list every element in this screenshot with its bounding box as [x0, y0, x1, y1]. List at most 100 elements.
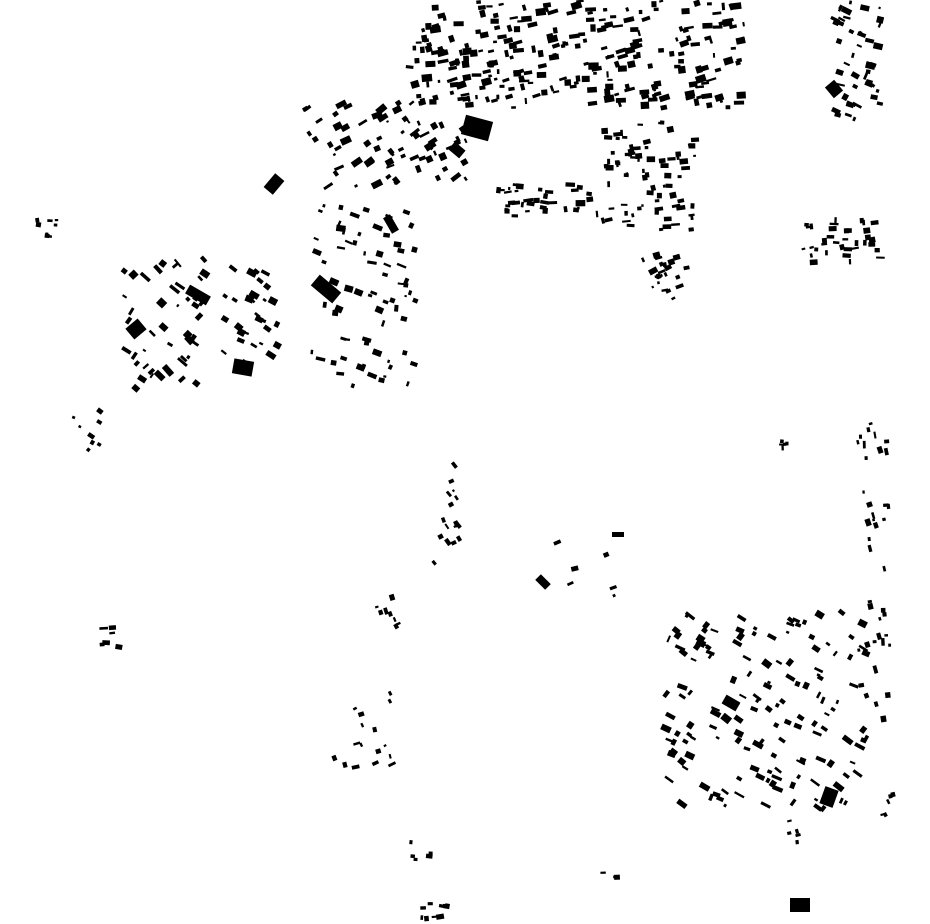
building [565, 182, 576, 188]
building [714, 67, 722, 73]
building [475, 29, 482, 35]
building [89, 439, 96, 446]
building [601, 127, 609, 135]
building [667, 157, 676, 161]
building [707, 653, 713, 660]
building [617, 65, 627, 72]
building [374, 305, 385, 315]
building [771, 784, 784, 793]
building [339, 135, 353, 146]
building [566, 9, 577, 16]
building [486, 5, 493, 8]
building [850, 52, 855, 59]
building [690, 657, 697, 662]
building [400, 129, 405, 135]
building [435, 913, 445, 920]
building [856, 43, 863, 48]
building [629, 40, 641, 49]
building [527, 21, 538, 28]
building [842, 772, 850, 779]
building [525, 209, 530, 213]
building [419, 46, 425, 54]
building [626, 60, 636, 69]
building [577, 206, 580, 210]
building [393, 623, 400, 630]
building [388, 149, 395, 157]
building [563, 205, 568, 213]
building [486, 59, 499, 68]
building [384, 157, 395, 167]
building [519, 83, 526, 91]
building [462, 47, 473, 56]
building [866, 426, 871, 433]
building [383, 375, 387, 378]
building [504, 93, 514, 100]
building [735, 626, 745, 635]
building [96, 419, 103, 425]
building [404, 294, 407, 298]
building [527, 81, 534, 85]
building [640, 92, 650, 100]
building [366, 371, 378, 380]
building [373, 144, 382, 153]
building [830, 706, 836, 713]
building [587, 100, 598, 107]
building [179, 354, 188, 363]
building [385, 173, 392, 180]
building [77, 424, 82, 429]
building [828, 225, 837, 232]
building [783, 718, 792, 726]
building [248, 289, 260, 300]
building [457, 96, 469, 102]
building [603, 163, 610, 169]
building [508, 86, 515, 92]
building [265, 350, 277, 361]
building [479, 31, 489, 39]
building [383, 214, 399, 234]
building [709, 708, 722, 719]
building [852, 101, 863, 109]
building [333, 164, 345, 172]
building [842, 253, 851, 258]
building [453, 21, 464, 27]
building [864, 37, 875, 44]
building [166, 341, 174, 348]
building [532, 92, 541, 99]
building [450, 461, 458, 469]
building [786, 621, 795, 627]
building [437, 58, 449, 64]
building [631, 146, 641, 151]
building [666, 749, 677, 759]
building [363, 251, 367, 256]
building [372, 726, 378, 733]
building [690, 214, 694, 221]
building [778, 697, 786, 705]
building [410, 854, 416, 859]
building [464, 42, 470, 49]
building [360, 722, 365, 728]
building [477, 4, 486, 11]
building [447, 34, 456, 43]
building [156, 297, 168, 309]
building [509, 55, 514, 60]
building [189, 333, 197, 342]
building [332, 110, 339, 118]
building [815, 691, 822, 699]
building [616, 99, 622, 108]
building [377, 112, 389, 123]
building [423, 915, 430, 922]
building [357, 231, 362, 237]
building [666, 125, 675, 134]
building [813, 803, 823, 812]
building [375, 250, 384, 258]
building [441, 165, 449, 173]
building [857, 618, 868, 629]
building [418, 155, 427, 162]
building [647, 266, 659, 276]
building [866, 501, 873, 508]
building [875, 88, 880, 93]
building [409, 154, 420, 162]
building [587, 86, 598, 93]
building [622, 135, 628, 139]
building [455, 535, 463, 542]
